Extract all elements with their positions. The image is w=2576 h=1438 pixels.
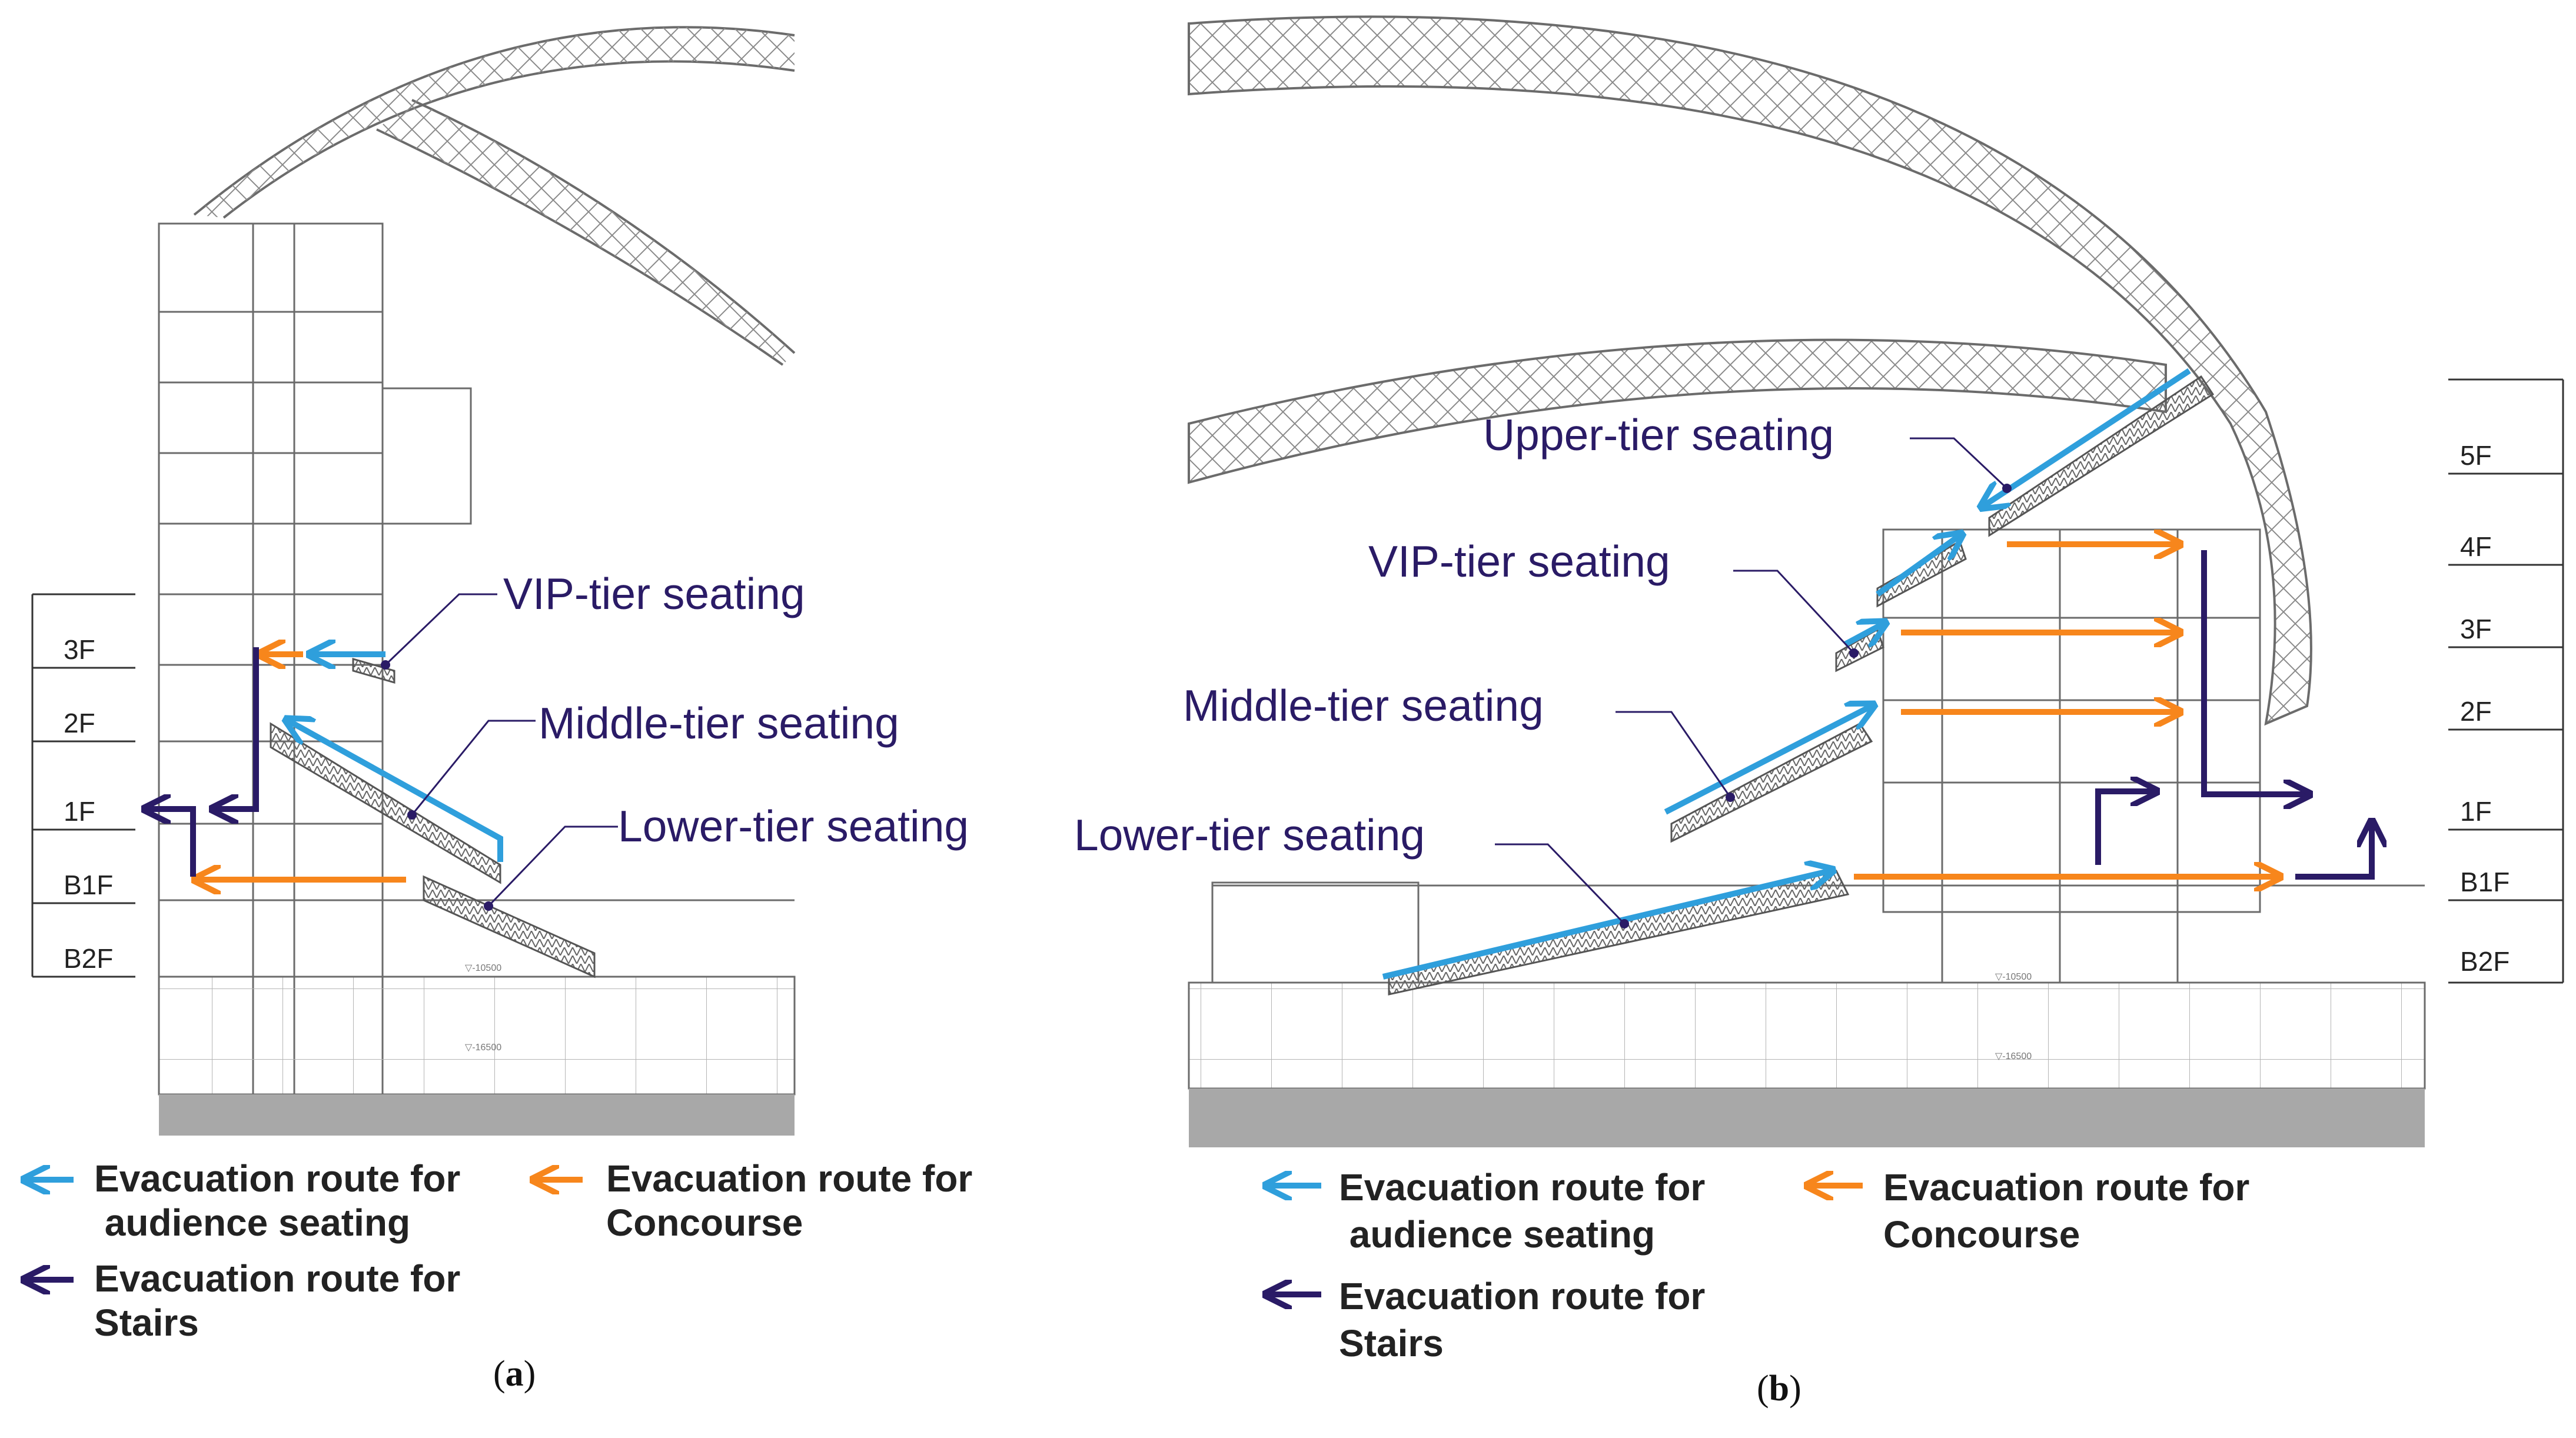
route-audience-vip-b	[1843, 624, 1883, 644]
pin-vip-a	[381, 660, 390, 670]
floor-label-1f-a: 1F	[64, 796, 95, 827]
vip-tier-stand-a	[352, 658, 395, 684]
middle-tier-stand-b	[1670, 723, 1873, 843]
floor-label-3f-a: 3F	[64, 634, 95, 665]
floor-label-2f-b: 2F	[2460, 696, 2492, 727]
legend-concourse-line2-a: Concourse	[606, 1201, 803, 1244]
ground-b	[1189, 1089, 2425, 1147]
route-audience-lower-b	[1382, 871, 1830, 980]
basement-b	[1188, 981, 2426, 1090]
route-audience-middle-a	[288, 721, 503, 862]
vip-upper-stand-b	[1876, 540, 1967, 608]
label-lower-a: Lower-tier seating	[618, 801, 969, 851]
floor-label-b2f-a: B2F	[64, 943, 113, 974]
pin-middle-b	[1726, 793, 1735, 802]
roof-truss-fill-a	[194, 27, 795, 218]
roof-inner-truss-a	[377, 100, 795, 365]
middle-tier-stand-a	[270, 722, 501, 884]
floor-scale-b	[2448, 378, 2564, 984]
basement-a	[158, 976, 796, 1096]
legend-concourse-line1-b: Evacuation route for	[1883, 1166, 2249, 1209]
route-audience-upper-b	[1983, 368, 2191, 506]
elevation-2-a: ▽-16500	[465, 1043, 501, 1053]
upper-tier-stand-b	[1988, 375, 2215, 537]
roof-truss-b	[1188, 15, 2312, 726]
caption-a: (a)	[493, 1354, 536, 1394]
label-vip-b: VIP-tier seating	[1368, 537, 1670, 586]
legend-stairs-line1-a: Evacuation route for	[94, 1257, 460, 1300]
panel-b: 5F 4F 3F 2F 1F B1F B2F ▽-10500 ▽-16500	[1074, 15, 2564, 1409]
legend-stairs-line2-a: Stairs	[94, 1301, 199, 1344]
label-middle-b: Middle-tier seating	[1183, 681, 1544, 730]
legend-audience-line1-b: Evacuation route for	[1339, 1166, 1705, 1209]
leaders-b	[1495, 437, 2008, 925]
route-stairs-upper-a	[215, 647, 259, 809]
pin-vip-b	[1849, 648, 1859, 658]
legend-a: Evacuation route for audience seating Ev…	[26, 1157, 972, 1344]
route-stairs-lower-a	[147, 809, 196, 877]
label-vip-a: VIP-tier seating	[503, 569, 805, 618]
label-middle-a: Middle-tier seating	[539, 698, 899, 748]
leaders-a	[384, 593, 618, 907]
legend-stairs-line2-b: Stairs	[1339, 1322, 1444, 1364]
pin-middle-a	[407, 810, 417, 820]
route-audience-vip-upper-b	[1876, 535, 1960, 597]
legend-audience-line2-b: audience seating	[1339, 1213, 1655, 1256]
legend-audience-line2-a: audience seating	[94, 1201, 410, 1244]
lower-tier-stand-b	[1388, 870, 1850, 996]
legend-b: Evacuation route for audience seating Ev…	[1268, 1166, 2249, 1364]
floor-label-b1f-a: B1F	[64, 870, 113, 900]
panel-a: 3F 2F 1F B1F B2F ▽-10500 ▽-16500 VIP-tie…	[31, 26, 969, 1394]
legend-stairs-line1-b: Evacuation route for	[1339, 1275, 1705, 1317]
legend-audience-line1-a: Evacuation route for	[94, 1157, 460, 1200]
floor-label-5f-b: 5F	[2460, 440, 2492, 471]
lower-tier-stand-a	[423, 875, 596, 978]
route-stairs-mid-b	[2095, 791, 2154, 865]
ground-a	[159, 1094, 795, 1136]
floor-label-1f-b: 1F	[2460, 796, 2492, 827]
floor-label-b1f-b: B1F	[2460, 867, 2509, 897]
legend-concourse-line1-a: Evacuation route for	[606, 1157, 972, 1200]
label-upper-b: Upper-tier seating	[1483, 410, 1834, 460]
route-audience-middle-b	[1664, 706, 1872, 815]
route-stairs-main-b	[2201, 550, 2307, 794]
floor-label-4f-b: 4F	[2460, 531, 2492, 562]
floor-scale-a	[31, 593, 135, 978]
caption-b: (b)	[1757, 1369, 1801, 1409]
pin-upper-b	[2002, 484, 2012, 493]
route-stairs-exit-b	[2295, 824, 2372, 880]
floor-label-b2f-b: B2F	[2460, 946, 2509, 977]
label-lower-b: Lower-tier seating	[1074, 810, 1425, 860]
floor-label-2f-a: 2F	[64, 708, 95, 738]
floor-label-3f-b: 3F	[2460, 614, 2492, 644]
pin-lower-b	[1620, 919, 1629, 928]
pin-lower-a	[484, 901, 493, 911]
legend-concourse-line2-b: Concourse	[1883, 1213, 2080, 1256]
elevation-1-a: ▽-10500	[465, 963, 501, 973]
elevation-1-b: ▽-10500	[1995, 972, 2032, 982]
elevation-2-b: ▽-16500	[1995, 1051, 2032, 1061]
